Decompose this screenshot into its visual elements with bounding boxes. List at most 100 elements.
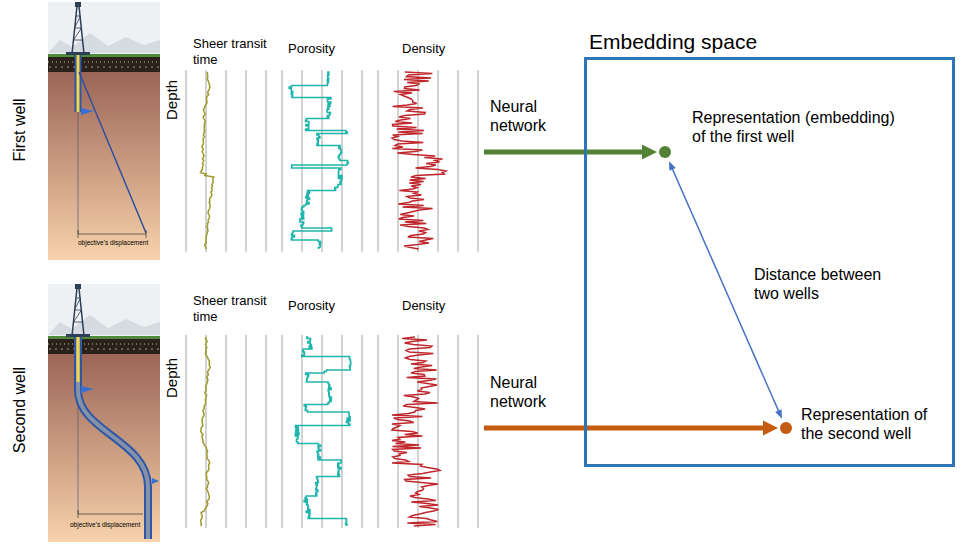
- dimension-line: [146, 230, 147, 238]
- grid-line: [226, 70, 227, 252]
- region-title: Embedding space: [589, 29, 757, 54]
- arrow-head: [763, 421, 778, 436]
- embedding-dot: [780, 422, 792, 434]
- derrick: [75, 2, 81, 7]
- derrick: [66, 52, 90, 55]
- well-pipe: [75, 55, 82, 112]
- soil-texture: [49, 348, 160, 350]
- track-header: Sheer transit time: [193, 36, 277, 67]
- grid-line: [322, 335, 323, 528]
- mountains: [48, 315, 160, 335]
- well-flag: [81, 108, 94, 115]
- well-pipe: [77, 55, 80, 112]
- arrow-head: [775, 409, 782, 419]
- log-track-group: [186, 70, 478, 252]
- derrick: [74, 28, 82, 40]
- arrow-head: [669, 161, 676, 171]
- track-header: Porosity: [288, 298, 335, 314]
- well-pipe: [78, 337, 148, 539]
- derrick: [74, 40, 83, 41]
- edge-label: Neural network: [488, 97, 577, 135]
- dimension-line: [78, 510, 79, 518]
- derrick: [66, 334, 90, 337]
- embedding-point: Representation (embedding) of the first …: [659, 108, 909, 158]
- soil-texture: [48, 343, 160, 345]
- connector-arrow: [484, 145, 657, 160]
- shear-curve: [200, 72, 213, 249]
- well-pipe: [77, 337, 80, 382]
- derrick: [75, 16, 81, 28]
- soil-texture: [48, 61, 160, 63]
- embedding-dot: [659, 146, 671, 158]
- embedding-space-box: Embedding spaceRepresentation (embedding…: [584, 57, 955, 467]
- grid-line: [378, 335, 379, 528]
- well-drawing: [48, 2, 160, 260]
- grid-line: [302, 335, 303, 528]
- embedding-point: Representation of the second well: [780, 405, 953, 445]
- dimension-line: [78, 234, 146, 235]
- grid-line: [378, 70, 379, 252]
- log-panel: Sheer transit time Porosity Density: [183, 33, 483, 255]
- grid-line: [186, 335, 187, 528]
- grid-line: [266, 335, 267, 528]
- mountains: [48, 33, 160, 53]
- derrick: [75, 310, 82, 311]
- log-track-group: [186, 335, 478, 528]
- well-name: First well: [10, 98, 29, 161]
- edge-label: Neural network: [488, 373, 577, 411]
- connector-line: [484, 150, 647, 155]
- grid-line: [478, 335, 479, 528]
- grid-line: [398, 335, 399, 528]
- well-path: [79, 72, 146, 233]
- reference-line: [78, 56, 79, 234]
- grid-line: [458, 335, 459, 528]
- axis-label: Depth: [163, 358, 181, 398]
- grid-line: [458, 70, 459, 252]
- grid-line: [282, 335, 283, 528]
- grid-line: [206, 335, 207, 528]
- track-header: Density: [402, 298, 445, 314]
- earth-section: [48, 2, 160, 260]
- log-panel: Sheer transit time Porosity Density: [183, 290, 483, 530]
- grid-line: [226, 335, 227, 528]
- point-label: Representation (embedding) of the first …: [692, 108, 907, 146]
- grid-line: [398, 70, 399, 252]
- axis-label: Depth: [163, 80, 181, 120]
- edge-label: Distance between two wells: [752, 265, 906, 303]
- earth-section: [48, 284, 160, 542]
- dimension-label: objective's displacement: [70, 521, 140, 529]
- well-flag: [81, 386, 94, 393]
- track-header: Porosity: [288, 41, 335, 57]
- derrick: [76, 298, 81, 299]
- arrow-head: [642, 145, 657, 160]
- derrick: [74, 322, 83, 323]
- derrick: [72, 6, 77, 54]
- derrick: [74, 310, 82, 322]
- grid-line: [438, 335, 439, 528]
- well-drawing: [48, 284, 160, 542]
- connector-line: [484, 426, 768, 431]
- well-pipe: [78, 337, 148, 539]
- grid-line: [266, 70, 267, 252]
- well-name: Second well: [10, 367, 29, 453]
- porosity-curve: [295, 337, 350, 526]
- grid-line: [246, 335, 247, 528]
- porosity-curve: [289, 72, 348, 249]
- shear-curve: [201, 337, 211, 526]
- reference-line: [78, 338, 79, 514]
- derrick: [72, 288, 77, 336]
- connector-arrow: [484, 421, 778, 436]
- dimension-line: [78, 230, 79, 238]
- grid-line: [362, 335, 363, 528]
- derrick: [75, 298, 81, 310]
- grid-line: [362, 70, 363, 252]
- grid-line: [478, 70, 479, 252]
- track-header: Sheer transit time: [193, 293, 277, 324]
- grid-line: [282, 70, 283, 252]
- track-header: Density: [402, 41, 445, 57]
- grid-line: [342, 335, 343, 528]
- density-curve: [392, 337, 440, 526]
- log-tracks: [186, 70, 478, 528]
- derrick: [75, 28, 82, 29]
